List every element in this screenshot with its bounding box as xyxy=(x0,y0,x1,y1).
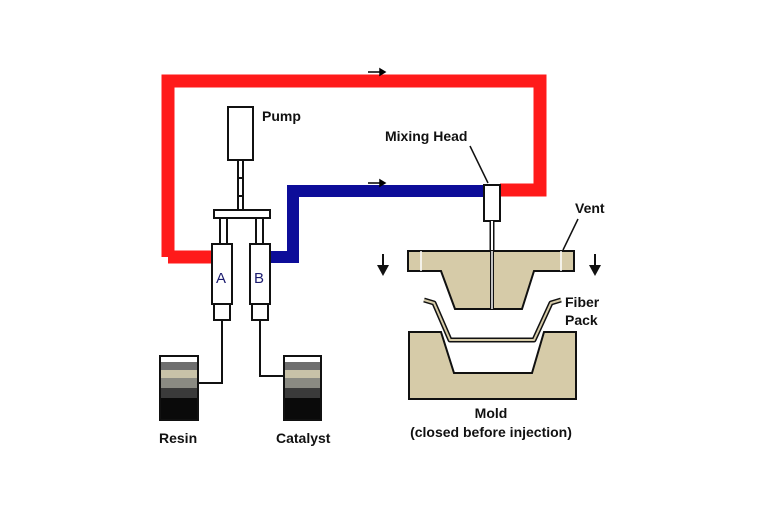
catalyst-line xyxy=(270,185,484,263)
vent-pointer xyxy=(562,218,579,251)
fiber-pack-label-line1: Fiber xyxy=(565,294,600,310)
fiber-pack-label-line2: Pack xyxy=(565,312,598,328)
mold-caption: (closed before injection) xyxy=(410,424,572,440)
resin-tank xyxy=(159,355,199,421)
catalyst-feed-line xyxy=(259,320,284,377)
resin-line xyxy=(161,74,547,257)
lower-mold xyxy=(408,331,577,400)
mixing-head-label: Mixing Head xyxy=(385,128,467,144)
fiber-pack-core xyxy=(423,299,562,341)
pump-crossbar xyxy=(213,209,271,219)
cylinder-a-label: A xyxy=(216,270,226,287)
cylinder-b-label: B xyxy=(254,270,264,287)
vent-label: Vent xyxy=(575,200,605,216)
flow-arrow-icon xyxy=(368,178,387,188)
resin-label: Resin xyxy=(159,430,197,446)
mixing-head xyxy=(483,184,501,222)
catalyst-tank xyxy=(283,355,322,421)
down-arrow-icon xyxy=(589,254,601,276)
cylinder-a-cap xyxy=(213,303,231,321)
pump-body xyxy=(227,106,254,161)
pump-label: Pump xyxy=(262,108,301,124)
cylinder-b-cap xyxy=(251,303,269,321)
down-arrow-icon xyxy=(377,254,389,276)
flow-arrow-icon xyxy=(368,67,387,77)
resin-feed-line xyxy=(198,320,223,384)
catalyst-label: Catalyst xyxy=(276,430,331,446)
mixing-head-pointer xyxy=(469,145,489,184)
mold-label: Mold xyxy=(475,405,508,421)
